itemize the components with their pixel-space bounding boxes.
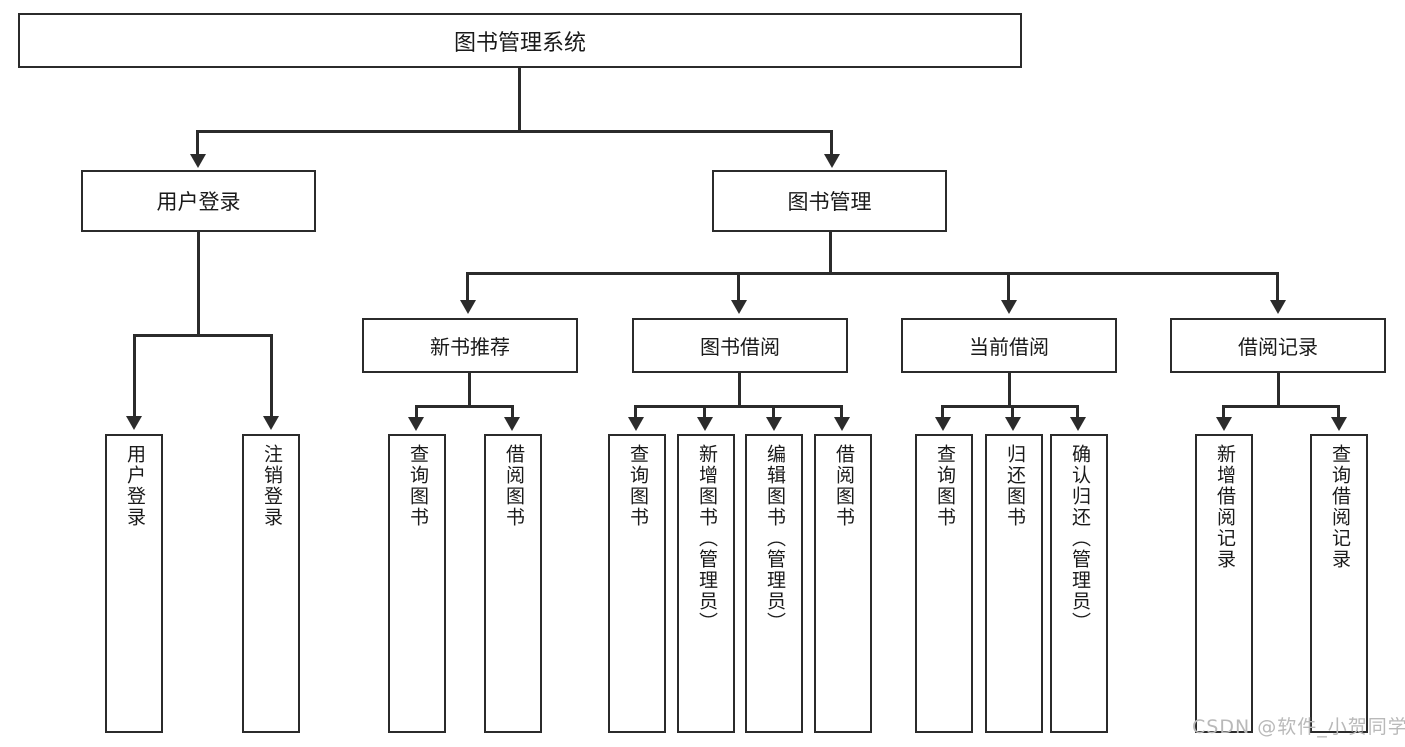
leaf-confirm-return-admin[interactable]: 确认归还（管理员） — [1050, 434, 1108, 733]
node-label: 用户登录 — [123, 444, 146, 528]
connector-borrow-to-leaf-1 — [634, 405, 637, 419]
connector-newbook-to-leaf-2 — [511, 405, 514, 419]
connector-records-to-leaf-2 — [1337, 405, 1340, 419]
leaf-edit-book-admin[interactable]: 编辑图书（管理员） — [745, 434, 803, 733]
node-book-borrow[interactable]: 图书借阅 — [632, 318, 848, 373]
arrowhead-current-leaf-1 — [935, 417, 951, 431]
arrowhead-login-leaf-1 — [126, 416, 142, 430]
node-label: 新增图书（管理员） — [695, 444, 718, 633]
node-label: 确认归还（管理员） — [1068, 444, 1091, 633]
connector-current-to-leaf-3 — [1076, 405, 1079, 419]
connector-bookmgmt-stem — [829, 232, 832, 274]
node-label: 查询图书 — [626, 444, 649, 528]
connector-login-to-leaf-1 — [133, 334, 136, 418]
leaf-query-borrow-record[interactable]: 查询借阅记录 — [1310, 434, 1368, 733]
connector-login-stem — [197, 232, 200, 336]
connector-root-to-bookmgmt — [830, 130, 833, 156]
leaf-add-book-admin[interactable]: 新增图书（管理员） — [677, 434, 735, 733]
arrowhead-borrow-leaf-2 — [697, 417, 713, 431]
connector-borrow-stem — [738, 373, 741, 407]
leaf-borrow-book-newbook[interactable]: 借阅图书 — [484, 434, 542, 733]
leaf-return-book[interactable]: 归还图书 — [985, 434, 1043, 733]
leaf-add-borrow-record[interactable]: 新增借阅记录 — [1195, 434, 1253, 733]
connector-newbook-bus — [415, 405, 514, 408]
node-label: 归还图书 — [1003, 444, 1026, 528]
node-label: 借阅图书 — [832, 444, 855, 528]
node-label: 图书管理 — [787, 190, 872, 214]
node-user-login[interactable]: 用户登录 — [81, 170, 316, 232]
arrowhead-current — [1001, 300, 1017, 314]
node-label: 用户登录 — [156, 190, 241, 214]
node-label: 查询借阅记录 — [1328, 444, 1351, 570]
leaf-query-book-newbook[interactable]: 查询图书 — [388, 434, 446, 733]
node-label: 图书借阅 — [700, 335, 780, 359]
arrowhead-borrow-leaf-1 — [628, 417, 644, 431]
node-current-borrow[interactable]: 当前借阅 — [901, 318, 1117, 373]
connector-borrow-to-leaf-2 — [703, 405, 706, 419]
connector-records-to-leaf-1 — [1222, 405, 1225, 419]
leaf-query-book-current[interactable]: 查询图书 — [915, 434, 973, 733]
arrowhead-login-leaf-2 — [263, 416, 279, 430]
arrowhead-to-login — [190, 154, 206, 168]
leaf-logout[interactable]: 注销登录 — [242, 434, 300, 733]
connector-borrow-to-leaf-4 — [840, 405, 843, 419]
connector-bookmgmt-to-current — [1007, 272, 1010, 302]
connector-bookmgmt-to-records — [1276, 272, 1279, 302]
node-label: 借阅图书 — [502, 444, 525, 528]
node-label: 查询图书 — [406, 444, 429, 528]
arrowhead-newbook — [460, 300, 476, 314]
leaf-borrow-book-borrow[interactable]: 借阅图书 — [814, 434, 872, 733]
arrowhead-borrow-leaf-4 — [834, 417, 850, 431]
connector-bookmgmt-to-newbook — [466, 272, 469, 302]
connector-borrow-to-leaf-3 — [772, 405, 775, 419]
arrowhead-records-leaf-2 — [1331, 417, 1347, 431]
arrowhead-borrow-leaf-3 — [766, 417, 782, 431]
node-borrow-records[interactable]: 借阅记录 — [1170, 318, 1386, 373]
arrowhead-records-leaf-1 — [1216, 417, 1232, 431]
node-label: 新书推荐 — [430, 335, 510, 359]
connector-login-bus — [133, 334, 270, 337]
connector-current-bus — [941, 405, 1078, 408]
arrowhead-current-leaf-2 — [1005, 417, 1021, 431]
node-label: 图书管理系统 — [453, 30, 586, 56]
connector-bookmgmt-to-borrow — [737, 272, 740, 302]
node-label: 注销登录 — [260, 444, 283, 528]
node-label: 当前借阅 — [969, 335, 1049, 359]
node-label: 编辑图书（管理员） — [763, 444, 786, 633]
arrowhead-newbook-leaf-2 — [504, 417, 520, 431]
connector-records-bus — [1222, 405, 1339, 408]
connector-login-to-leaf-2 — [270, 334, 273, 418]
leaf-user-login[interactable]: 用户登录 — [105, 434, 163, 733]
connector-borrow-bus — [634, 405, 842, 408]
connector-root-bus — [196, 130, 833, 133]
connector-root-to-login — [196, 130, 199, 156]
connector-root-stem — [518, 68, 521, 130]
connector-current-to-leaf-2 — [1011, 405, 1014, 419]
connector-newbook-to-leaf-1 — [415, 405, 418, 419]
node-label: 新增借阅记录 — [1213, 444, 1236, 570]
connector-newbook-stem — [468, 373, 471, 407]
connector-bookmgmt-bus — [466, 272, 1279, 275]
connector-current-to-leaf-1 — [941, 405, 944, 419]
node-label: 借阅记录 — [1238, 335, 1318, 359]
csdn-watermark: CSDN @软件_小贺同学 — [1192, 716, 1405, 738]
node-root-system[interactable]: 图书管理系统 — [18, 13, 1022, 68]
arrowhead-records — [1270, 300, 1286, 314]
connector-records-stem — [1277, 373, 1280, 407]
leaf-query-book-borrow[interactable]: 查询图书 — [608, 434, 666, 733]
connector-current-stem — [1008, 373, 1011, 407]
arrowhead-borrow — [731, 300, 747, 314]
node-label: 查询图书 — [933, 444, 956, 528]
arrowhead-current-leaf-3 — [1070, 417, 1086, 431]
arrowhead-to-bookmgmt — [824, 154, 840, 168]
node-new-book-recommend[interactable]: 新书推荐 — [362, 318, 578, 373]
node-book-management[interactable]: 图书管理 — [712, 170, 947, 232]
arrowhead-newbook-leaf-1 — [408, 417, 424, 431]
